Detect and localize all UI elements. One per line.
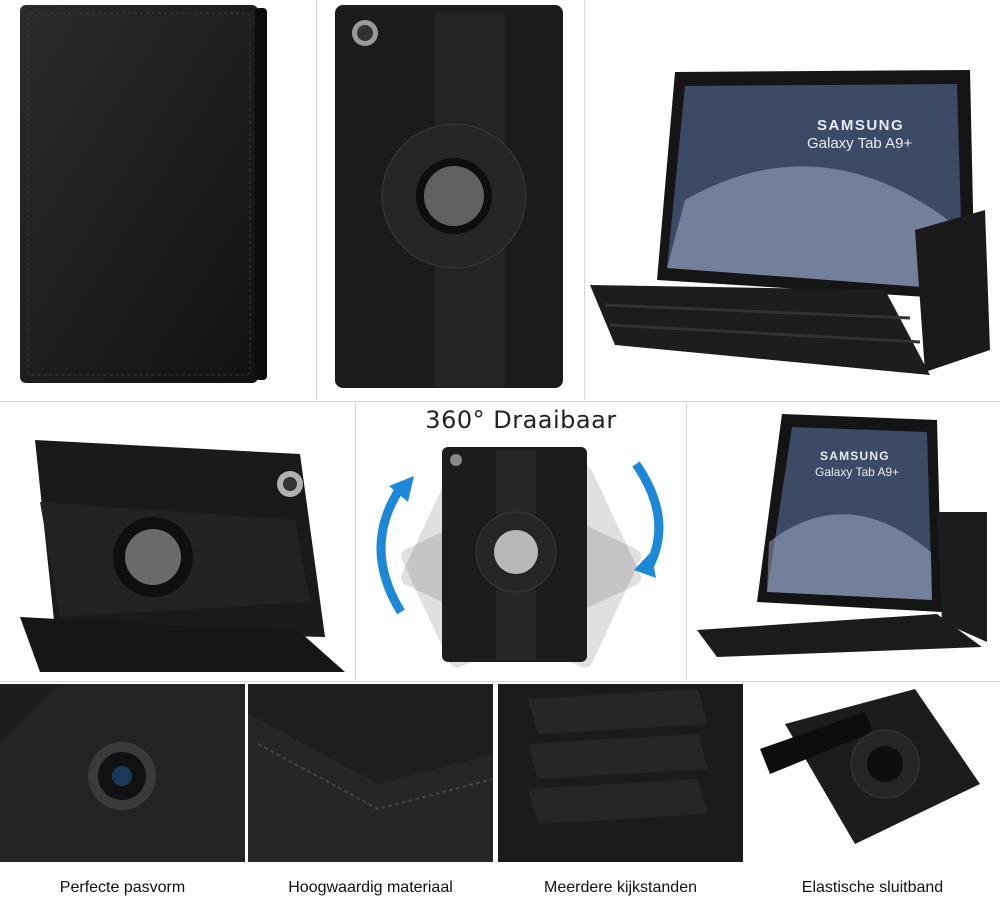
tablet-brand: SAMSUNG bbox=[817, 117, 904, 134]
detail-camera-cutout-photo bbox=[0, 684, 245, 862]
tablet-portrait-display-photo: SAMSUNG Galaxy Tab A9+ bbox=[687, 402, 1000, 680]
tablet-model-2: Galaxy Tab A9+ bbox=[815, 465, 899, 479]
caption-viewing-angles: Meerdere kijkstanden bbox=[544, 879, 697, 896]
rotation-360-demo: 360° Draaibaar bbox=[356, 402, 686, 680]
headline-360: 360° Draaibaar bbox=[425, 406, 617, 434]
case-front-cover-photo bbox=[0, 0, 316, 400]
caption-quality-material: Hoogwaardig materiaal bbox=[288, 879, 453, 896]
caption-elastic-strap: Elastische sluitband bbox=[801, 879, 944, 896]
tablet-model: Galaxy Tab A9+ bbox=[807, 135, 912, 152]
tablet-brand-2: SAMSUNG bbox=[820, 449, 890, 463]
detail-viewing-grooves-photo bbox=[498, 684, 743, 862]
rotate-left-arrow-icon bbox=[376, 484, 405, 615]
caption-perfect-fit: Perfecte pasvorm bbox=[59, 879, 186, 896]
detail-leather-material-photo bbox=[248, 684, 493, 862]
detail-elastic-strap-photo bbox=[745, 684, 1000, 862]
case-back-rotating-photo bbox=[317, 0, 584, 400]
tablet-portrait-stand-photo bbox=[0, 402, 355, 680]
tablet-landscape-stand-photo: SAMSUNG Galaxy Tab A9+ bbox=[585, 0, 1000, 400]
